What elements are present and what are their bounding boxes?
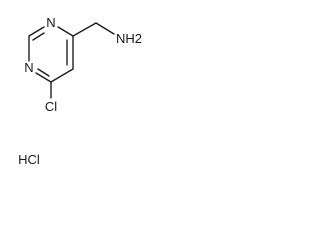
bond-c4-n4-double (37, 68, 50, 77)
bond-n1-c2 (57, 26, 74, 37)
pyrazine-ring (28, 26, 74, 83)
bond-c3-c4 (50, 68, 74, 83)
atom-n1: N (46, 15, 55, 30)
bond-c3-ch2 (72, 22, 97, 37)
atom-n4: N (24, 60, 33, 75)
bond-c4-n4 (35, 72, 52, 83)
bond-c6-n1 (28, 26, 45, 37)
bond-ch2-n (95, 22, 115, 35)
bond-c6-n1-double (32, 32, 45, 41)
atom-cl: Cl (45, 99, 57, 114)
atom-amine: NH2 (116, 31, 142, 46)
chemical-structure: N N Cl NH2 HCl (18, 15, 142, 167)
salt-label: HCl (18, 152, 40, 167)
